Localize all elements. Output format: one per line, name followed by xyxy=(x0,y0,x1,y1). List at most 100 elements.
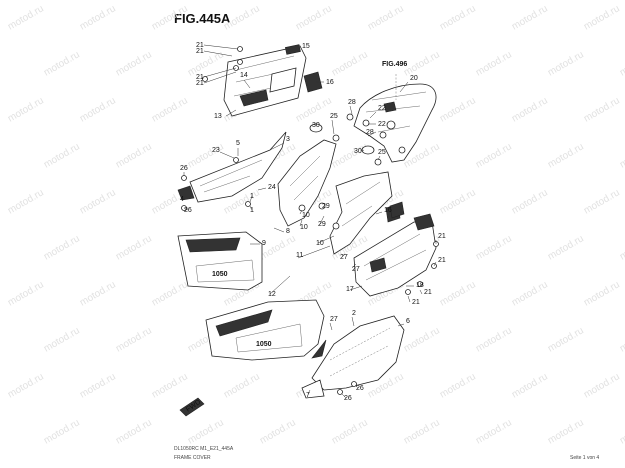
watermark-text: motod.ru xyxy=(330,49,370,78)
leader-line xyxy=(397,323,405,327)
callout-number: 17 xyxy=(346,286,354,293)
callout-number: 6 xyxy=(406,318,410,325)
svg-text:FWD: FWD xyxy=(185,399,202,414)
watermark-text: motod.ru xyxy=(474,325,514,354)
svg-text:1050: 1050 xyxy=(256,341,272,348)
callout-number: 26 xyxy=(356,385,364,392)
watermark-text: motod.ru xyxy=(42,233,82,262)
leader-line xyxy=(203,67,237,78)
watermark-text: motod.ru xyxy=(6,279,46,308)
watermark-text: motod.ru xyxy=(78,371,118,400)
watermark-text: motod.ru xyxy=(510,3,550,32)
callout-number: 20 xyxy=(410,75,418,82)
watermark-text: motod.ru xyxy=(114,417,154,446)
right-lower-tray xyxy=(353,201,439,297)
leader-line xyxy=(273,227,285,233)
leader-line xyxy=(203,50,233,57)
watermark-text: motod.ru xyxy=(78,187,118,216)
callout-number: 23 xyxy=(212,147,220,154)
leader-line xyxy=(341,393,347,399)
callout-number: 21 xyxy=(196,74,204,81)
watermark-text: motod.ru xyxy=(474,417,514,446)
callout-number: 16 xyxy=(384,207,392,214)
watermark-text: motod.ru xyxy=(294,3,334,32)
leader-line xyxy=(349,285,363,291)
leader-line xyxy=(419,289,423,295)
callout-number: 21 xyxy=(424,289,432,296)
watermark-text: motod.ru xyxy=(546,233,586,262)
watermark-text: motod.ru xyxy=(150,95,190,124)
callout-number: 22 xyxy=(378,105,386,112)
watermark-text: motod.ru xyxy=(186,141,226,170)
watermark-text: motod.ru xyxy=(114,325,154,354)
watermark-text: motod.ru xyxy=(546,325,586,354)
watermark-text: motod.ru xyxy=(546,417,586,446)
watermark-text: motod.ru xyxy=(78,95,118,124)
callout-number: 24 xyxy=(268,184,276,191)
watermark-text: motod.ru xyxy=(150,3,190,32)
figure-title: FIG.445A xyxy=(174,11,231,26)
watermark-text: motod.ru xyxy=(510,371,550,400)
callout-number: 10 xyxy=(316,240,324,247)
watermark-text: motod.ru xyxy=(510,279,550,308)
watermark-text: motod.ru xyxy=(366,3,406,32)
watermark-text: motod.ru xyxy=(618,141,625,170)
leader-line xyxy=(355,385,359,389)
watermark-text: motod.ru xyxy=(546,141,586,170)
watermark-text: motod.ru xyxy=(222,3,262,32)
watermark-text: motod.ru xyxy=(294,95,334,124)
callout-number: 7 xyxy=(306,392,310,399)
watermark-text: motod.ru xyxy=(474,141,514,170)
figure-caption: FRAME COVER xyxy=(174,455,211,461)
watermark-text: motod.ru xyxy=(150,279,190,308)
callout-number: 16 xyxy=(326,79,334,86)
callout-number: 21 xyxy=(412,299,420,306)
watermark-text: motod.ru xyxy=(474,233,514,262)
leader-line xyxy=(243,79,251,89)
callout-number: 26 xyxy=(344,395,352,402)
watermark-text: motod.ru xyxy=(582,3,622,32)
leader-line xyxy=(297,245,331,259)
callout-number: 2 xyxy=(352,310,356,317)
callout-number: 28 xyxy=(348,99,356,106)
leader-line xyxy=(349,105,353,115)
watermark-text: motod.ru xyxy=(510,187,550,216)
callout-number: 10 xyxy=(300,224,308,231)
watermark-text: motod.ru xyxy=(438,371,478,400)
decal-panel-lower: 1050 xyxy=(205,299,325,361)
leader-line xyxy=(203,44,239,50)
leader-line xyxy=(351,263,357,269)
watermark-text: motod.ru xyxy=(222,371,262,400)
watermark-text: motod.ru xyxy=(258,417,298,446)
callout-number: 5 xyxy=(236,140,240,147)
leader-line xyxy=(329,322,333,331)
watermark-text: motod.ru xyxy=(546,49,586,78)
leader-line xyxy=(375,211,383,215)
watermark-text: motod.ru xyxy=(42,417,82,446)
watermark-text: motod.ru xyxy=(402,49,442,78)
leader-line xyxy=(249,205,253,211)
callout-number: 27 xyxy=(352,266,360,273)
watermark-text: motod.ru xyxy=(438,3,478,32)
tail-cover-assembly xyxy=(202,44,323,117)
page-number: Seite 1 von 4 xyxy=(570,455,600,461)
leader-line xyxy=(377,155,381,161)
callout-number: 9 xyxy=(262,240,266,247)
watermark-text: motod.ru xyxy=(186,417,226,446)
leader-line xyxy=(433,261,437,267)
leader-line xyxy=(225,109,237,117)
leader-line xyxy=(269,142,285,151)
watermark-text: motod.ru xyxy=(618,49,625,78)
callout-number: 25 xyxy=(330,113,338,120)
watermark-text: motod.ru xyxy=(78,3,118,32)
callout-number: 21 xyxy=(196,48,204,55)
leader-line xyxy=(319,215,325,225)
leader-line xyxy=(203,71,237,84)
callout-number: 1 xyxy=(250,193,254,200)
leader-line xyxy=(269,275,291,295)
watermark-text: motod.ru xyxy=(582,95,622,124)
leader-line xyxy=(319,124,323,128)
svg-text:1050: 1050 xyxy=(212,271,228,278)
rear-frame-cover-assembly xyxy=(346,74,437,163)
